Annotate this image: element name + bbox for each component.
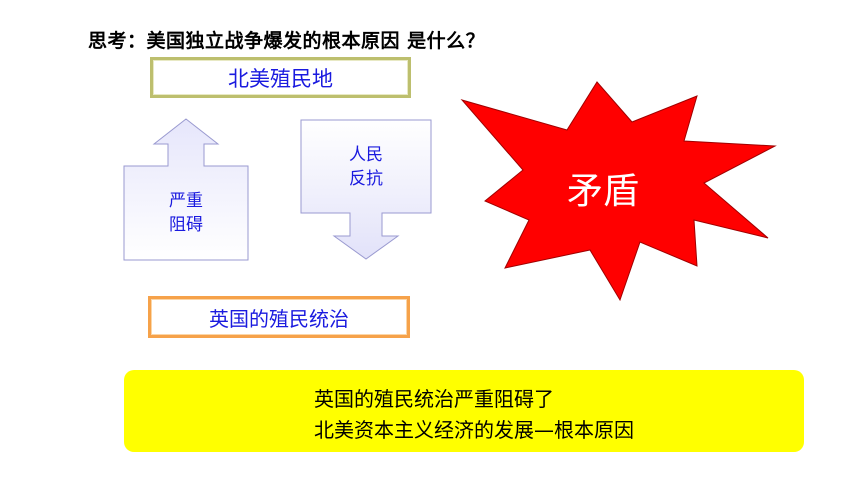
- british-rule-label: 英国的殖民统治: [209, 306, 349, 331]
- down-arrow: [300, 119, 432, 260]
- conclusion-box: 英国的殖民统治严重阻碍了 北美资本主义经济的发展—根本原因: [124, 370, 804, 452]
- conflict-label: 矛盾: [566, 171, 639, 212]
- conclusion-line-1: 英国的殖民统治严重阻碍了: [314, 387, 554, 411]
- up-arrow-line1: 严重: [169, 191, 203, 211]
- down-arrow-label: 人民 反抗: [326, 143, 406, 191]
- conclusion-line-2: 北美资本主义经济的发展—根本原因: [314, 418, 634, 442]
- down-arrow-line1: 人民: [349, 145, 383, 165]
- british-rule-box: 英国的殖民统治: [148, 296, 410, 338]
- up-arrow-line2: 阻碍: [169, 215, 203, 235]
- up-arrow-label: 严重 阻碍: [146, 189, 226, 237]
- colony-box: 北美殖民地: [150, 57, 411, 98]
- question-title: 思考：美国独立战争爆发的根本原因 是什么？: [88, 30, 486, 52]
- down-arrow-line2: 反抗: [349, 169, 383, 189]
- up-arrow: [123, 118, 249, 261]
- conflict-explosion-shape: [460, 81, 777, 302]
- colony-label: 北美殖民地: [228, 66, 333, 91]
